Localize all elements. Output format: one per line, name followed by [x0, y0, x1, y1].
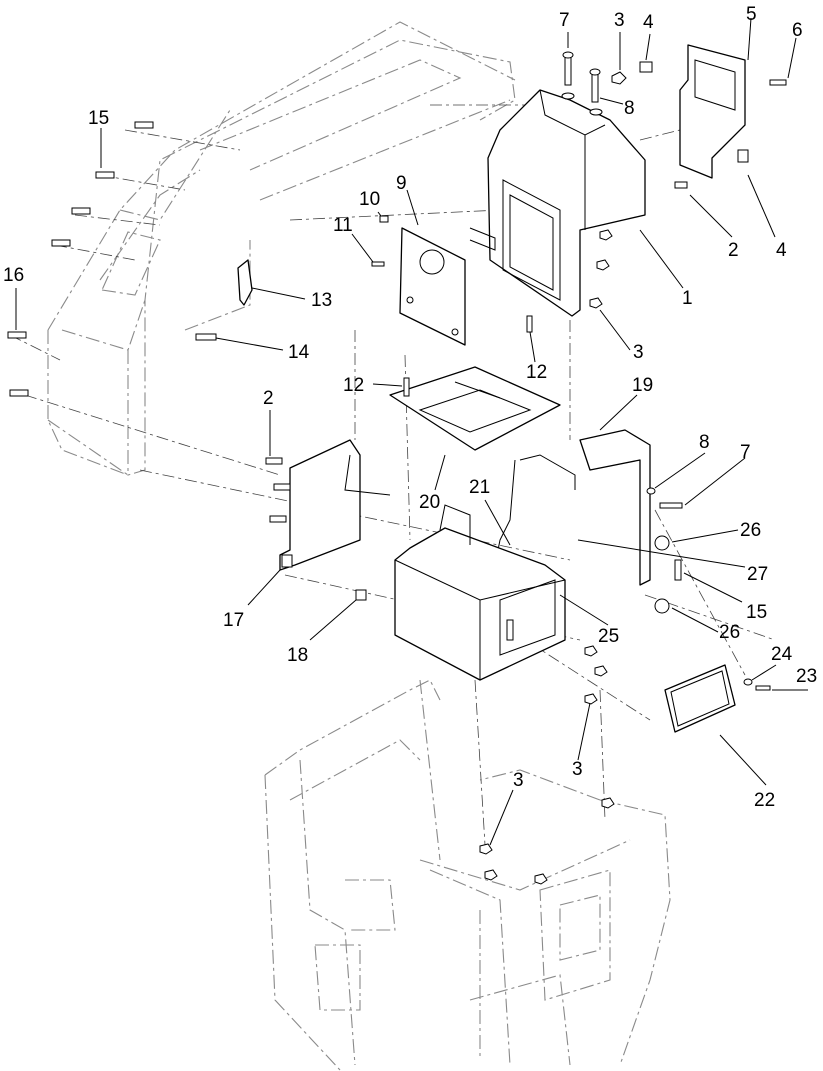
- screw-11: [371, 261, 385, 267]
- callout-13: 13: [311, 290, 332, 311]
- callout-5: 5: [746, 4, 757, 25]
- callout-8: 8: [699, 432, 710, 453]
- callout-3: 3: [572, 759, 583, 780]
- callout-7: 7: [740, 442, 751, 463]
- callout-21: 21: [469, 477, 490, 498]
- bolt-8-top: [589, 68, 601, 103]
- bolt-14: [195, 333, 217, 341]
- part-1-upper-cover: [469, 89, 646, 317]
- bolt-26-upper: [654, 535, 670, 551]
- callout-2: 2: [728, 240, 739, 261]
- callout-12: 12: [526, 362, 547, 383]
- upper-frame-phantom: [47, 21, 516, 476]
- part-20-platform: [389, 366, 561, 451]
- part-22-cover-plate: [664, 664, 736, 733]
- callout-3: 3: [513, 770, 524, 791]
- part-9-plate: [399, 227, 466, 346]
- washer-top: [561, 92, 575, 100]
- callout-15: 15: [88, 108, 109, 129]
- callout-4: 4: [776, 240, 787, 261]
- washer-8-top: [589, 108, 603, 116]
- callout-26: 26: [740, 520, 761, 541]
- callout-20: 20: [419, 492, 440, 513]
- callout-15: 15: [746, 602, 767, 623]
- hardware: [7, 51, 787, 885]
- callout-24: 24: [771, 644, 793, 665]
- bolt-2-top: [674, 181, 688, 189]
- alignment-lines: [9, 104, 776, 846]
- callout-18: 18: [287, 645, 308, 666]
- callout-14: 14: [288, 342, 310, 363]
- callout-19: 19: [632, 375, 653, 396]
- nut-3-top: [611, 71, 627, 85]
- bolt-15-right: [674, 559, 682, 581]
- callout-1: 1: [682, 288, 693, 309]
- callout-8: 8: [624, 98, 635, 119]
- bolt-7-top: [562, 51, 574, 86]
- callout-11: 11: [333, 215, 353, 236]
- callout-25: 25: [598, 626, 619, 647]
- screw-6: [769, 79, 787, 86]
- callout-23: 23: [796, 666, 817, 687]
- callout-2: 2: [263, 388, 274, 409]
- screw-12b: [403, 377, 410, 397]
- callout-3: 3: [633, 342, 644, 363]
- callout-17: 17: [223, 610, 244, 631]
- leader-lines: [15, 17, 808, 846]
- callout-labels: 7 3 4 5 6 8 15 9 10 11 2 4 16 13 1 14 3 …: [3, 4, 817, 811]
- screw-10: [379, 215, 389, 223]
- lower-chassis-phantom: [264, 679, 671, 1071]
- callout-4: 4: [643, 12, 654, 33]
- callout-27: 27: [747, 564, 768, 585]
- callout-9: 9: [396, 173, 407, 194]
- part-18-clip: [355, 589, 367, 601]
- part-4-clip-lower: [737, 149, 749, 163]
- callout-22: 22: [754, 790, 775, 811]
- callout-3: 3: [614, 10, 625, 31]
- part-13-small-bracket: [237, 259, 253, 306]
- screw-12a: [526, 315, 533, 333]
- part-25-battery-tray: [394, 504, 566, 681]
- part-5-bracket: [679, 44, 749, 179]
- callout-16: 16: [3, 265, 24, 286]
- clip-4-top: [639, 61, 653, 73]
- callout-10: 10: [359, 189, 380, 210]
- callout-12: 12: [343, 375, 364, 396]
- callout-26: 26: [719, 622, 740, 643]
- bolt-26-lower: [654, 598, 670, 614]
- callout-7: 7: [559, 10, 570, 31]
- part-17-left-bracket: [279, 439, 391, 571]
- callout-6: 6: [792, 20, 803, 41]
